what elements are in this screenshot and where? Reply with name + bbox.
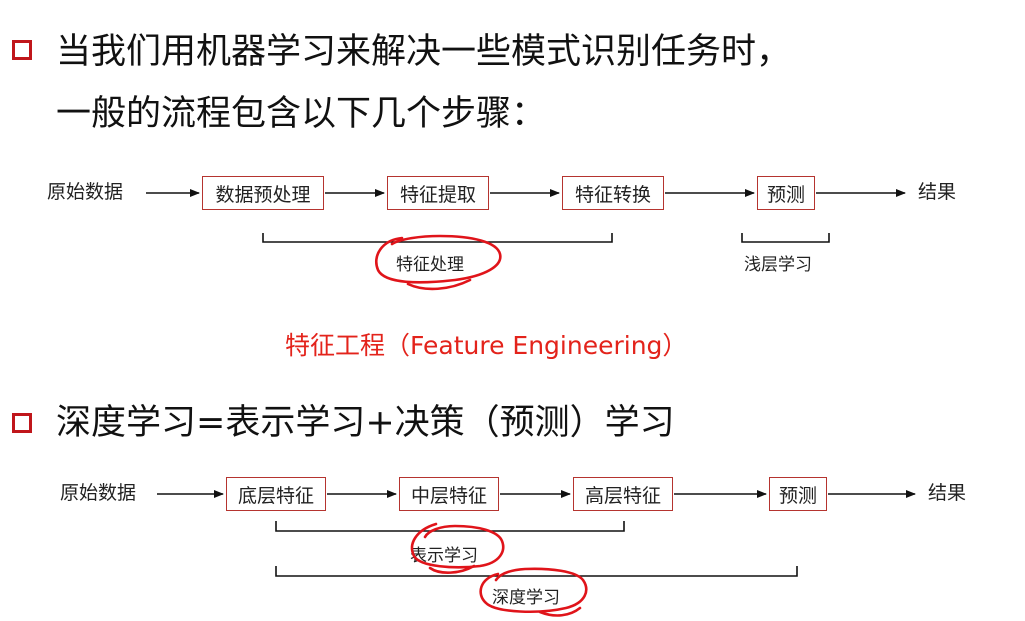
pipeline-1-step-preprocess: 数据预处理 xyxy=(202,176,324,210)
pipeline-2-step-mid-features: 中层特征 xyxy=(399,477,499,511)
pipeline-1-start: 原始数据 xyxy=(47,181,124,203)
bracket-label-representation-learning: 表示学习 xyxy=(410,546,478,566)
bracket-representation-learning xyxy=(275,521,625,532)
handwriting-tail-representation xyxy=(428,564,476,574)
handwriting-circle-feature-processing xyxy=(375,234,502,284)
bracket-label-feature-processing: 特征处理 xyxy=(396,255,464,275)
pipeline-1-end: 结果 xyxy=(918,181,957,203)
heading-1-line-1: 当我们用机器学习来解决一些模式识别任务时， xyxy=(56,32,792,72)
heading-1-line-2: 一般的流程包含以下几个步骤： xyxy=(56,94,547,134)
bullet-square-icon xyxy=(12,40,32,60)
bracket-feature-processing xyxy=(262,233,613,243)
bracket-label-deep-learning: 深度学习 xyxy=(492,588,560,608)
pipeline-2-start: 原始数据 xyxy=(60,482,137,504)
handwriting-annotations xyxy=(375,234,588,617)
pipeline-1-step-predict: 预测 xyxy=(757,176,815,210)
pipeline-2-end: 结果 xyxy=(928,482,967,504)
pipeline-1-step-extract: 特征提取 xyxy=(387,176,489,210)
feature-engineering-caption: 特征工程（Feature Engineering） xyxy=(285,331,688,360)
handwriting-tail-deep-learning xyxy=(538,606,582,617)
heading-2: 深度学习=表示学习+决策（预测）学习 xyxy=(56,403,675,443)
pipeline-1-brackets xyxy=(262,233,830,243)
bracket-deep-learning xyxy=(275,566,798,577)
pipeline-2-brackets xyxy=(275,521,798,577)
bracket-shallow-learning xyxy=(741,233,830,243)
bracket-label-shallow-learning: 浅层学习 xyxy=(744,255,812,275)
handwriting-tail-feature-processing xyxy=(406,278,472,291)
handwriting-circle-deep-learning xyxy=(479,567,588,614)
pipeline-2-step-high-features: 高层特征 xyxy=(573,477,673,511)
handwriting-circle-representation xyxy=(410,522,505,569)
pipeline-2-step-predict: 预测 xyxy=(769,477,827,511)
pipeline-1-step-transform: 特征转换 xyxy=(562,176,664,210)
bullet-square-icon xyxy=(12,413,32,433)
pipeline-2-step-low-features: 底层特征 xyxy=(226,477,326,511)
